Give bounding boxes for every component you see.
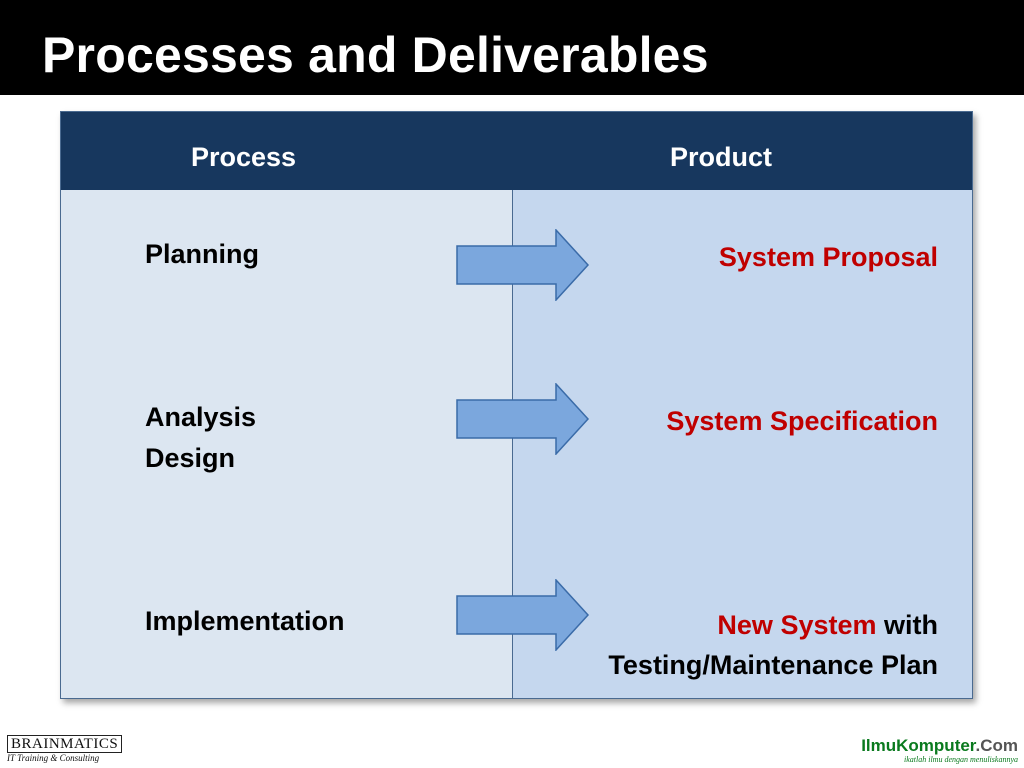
product-new-system: New System with Testing/Maintenance Plan bbox=[608, 605, 938, 685]
ilmukomputer-tagline: ikatlah ilmu dengan menuliskannya bbox=[904, 755, 1018, 764]
ilmukomputer-logo: IlmuKomputer.Com ikatlah ilmu dengan men… bbox=[861, 737, 1018, 765]
product-highlight: System Proposal bbox=[718, 242, 938, 272]
product-line2: Testing/Maintenance Plan bbox=[608, 650, 938, 680]
arrow-right-icon bbox=[456, 383, 590, 455]
ilmukomputer-brand-domain: .Com bbox=[975, 736, 1019, 755]
table-header: Process Product bbox=[61, 112, 972, 190]
ilmukomputer-brand-main: IlmuKomputer bbox=[861, 736, 976, 755]
ilmukomputer-brand: IlmuKomputer.Com bbox=[861, 737, 1018, 755]
product-highlight: System Specification bbox=[666, 406, 938, 436]
process-line: Planning bbox=[145, 239, 259, 269]
process-line: Implementation bbox=[145, 606, 345, 636]
brainmatics-logo: BRAINMATICS IT Training & Consulting bbox=[7, 735, 123, 763]
brainmatics-brand: BRAINMATICS bbox=[7, 735, 123, 753]
product-rest: with bbox=[876, 610, 938, 640]
arrow-right-icon bbox=[456, 229, 590, 301]
process-implementation: Implementation bbox=[145, 601, 345, 642]
process-planning: Planning bbox=[145, 234, 259, 275]
process-column: Planning Analysis Design Implementation bbox=[61, 190, 513, 698]
slide-title: Processes and Deliverables bbox=[42, 27, 709, 83]
title-bar: Processes and Deliverables bbox=[0, 0, 1024, 95]
product-highlight: New System bbox=[717, 610, 877, 640]
process-product-table: Process Product Planning Analysis Design… bbox=[60, 111, 973, 699]
process-line: Analysis bbox=[145, 402, 257, 432]
arrow-right-icon bbox=[456, 579, 590, 651]
process-analysis-design: Analysis Design bbox=[145, 397, 256, 479]
product-system-specification: System Specification bbox=[666, 401, 938, 441]
brainmatics-tagline: IT Training & Consulting bbox=[7, 753, 100, 763]
process-line: Design bbox=[145, 443, 236, 473]
product-column: System Proposal System Specification New… bbox=[513, 190, 972, 698]
header-product: Product bbox=[670, 142, 773, 172]
product-system-proposal: System Proposal bbox=[719, 237, 938, 277]
header-process: Process bbox=[191, 142, 297, 172]
